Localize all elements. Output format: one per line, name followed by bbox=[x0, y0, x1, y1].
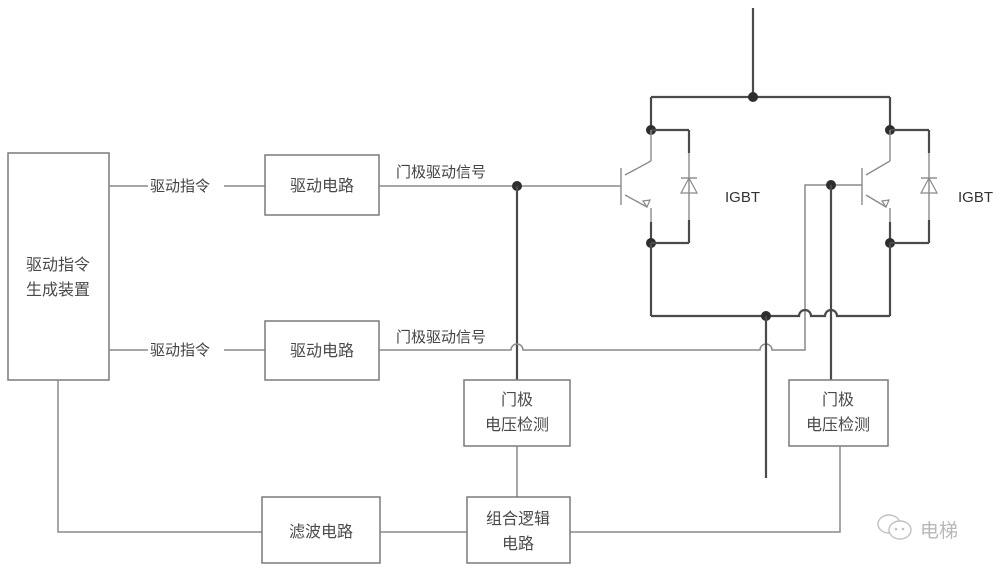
gate-voltage-detect-block-right bbox=[788, 379, 889, 447]
wechat-icon bbox=[877, 514, 912, 540]
generator-label-line1: 驱动指令 bbox=[26, 255, 90, 274]
junction-node-top-rail bbox=[748, 92, 758, 102]
drive-command-generator-block bbox=[7, 152, 110, 381]
combinational-logic-block bbox=[466, 496, 571, 564]
bottom-rail bbox=[651, 308, 890, 318]
watermark-text: 电梯 bbox=[920, 520, 958, 542]
gate-voltage-detect-block-left bbox=[463, 379, 571, 447]
igbt-right-symbol bbox=[861, 97, 938, 316]
gate-signal-wire-bottom bbox=[379, 184, 862, 351]
gate-signal-label-top: 门极驱动信号 bbox=[396, 163, 486, 181]
gate-detect-left-line2: 电压检测 bbox=[485, 415, 549, 434]
drive-circuit-label-top: 驱动电路 bbox=[290, 176, 354, 195]
filter-circuit-block bbox=[261, 496, 381, 564]
gate-signal-label-bottom: 门极驱动信号 bbox=[396, 328, 486, 346]
drive-command-label-top: 驱动指令 bbox=[150, 177, 210, 195]
generator-to-filter-wire bbox=[57, 380, 262, 533]
drive-command-label-bottom: 驱动指令 bbox=[150, 341, 210, 359]
igbt-right-label: IGBT bbox=[958, 189, 993, 206]
gate-detect-right-line2: 电压检测 bbox=[806, 415, 870, 434]
generator-label-line2: 生成装置 bbox=[26, 280, 90, 299]
drive-circuit-block-top bbox=[264, 154, 380, 216]
igbt-left-symbol bbox=[620, 97, 698, 316]
gate-detect-left-line1: 门极 bbox=[501, 390, 533, 409]
logic-label-line2: 电路 bbox=[502, 534, 534, 553]
filter-circuit-label: 滤波电路 bbox=[289, 522, 353, 541]
detect-right-to-logic-wire bbox=[570, 446, 841, 533]
drive-circuit-label-bottom: 驱动电路 bbox=[290, 341, 354, 360]
gate-detect-right-line1: 门极 bbox=[822, 390, 854, 409]
igbt-left-label: IGBT bbox=[725, 189, 760, 206]
drive-circuit-block-bottom bbox=[264, 320, 380, 381]
logic-label-line1: 组合逻辑 bbox=[486, 509, 550, 528]
